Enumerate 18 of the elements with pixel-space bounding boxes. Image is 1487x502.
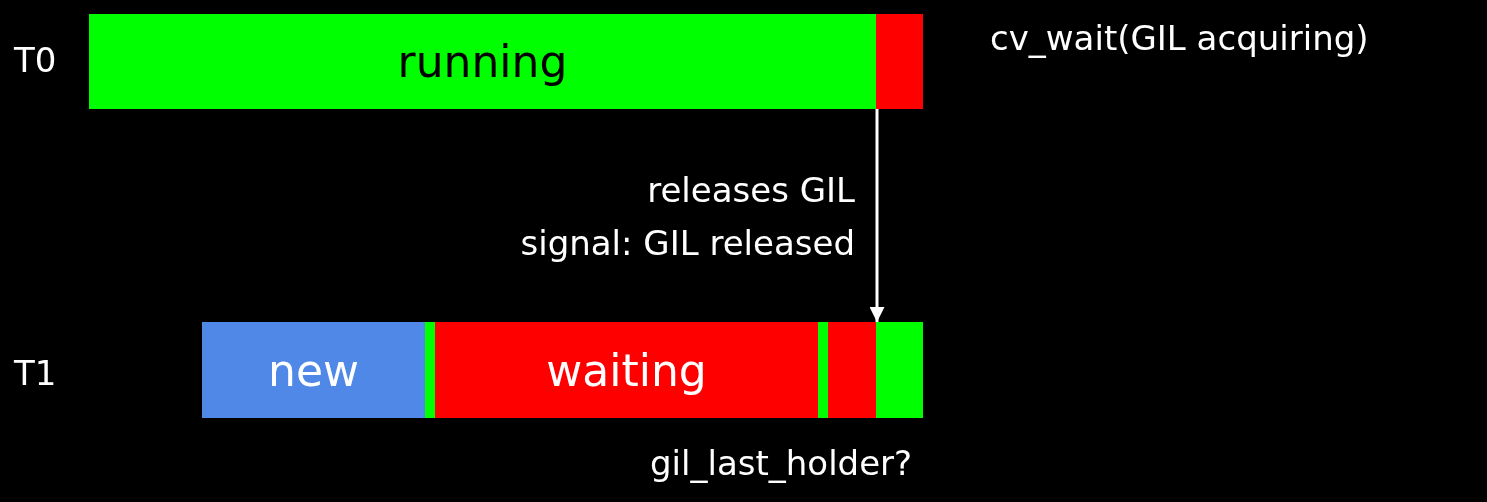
- timeline-segment: [876, 322, 923, 418]
- arrow: [869, 109, 885, 322]
- timeline-segment: [876, 14, 923, 109]
- event-note: signal: GIL released: [520, 223, 855, 264]
- timeline-segment: [89, 14, 876, 109]
- thread-name: T1: [14, 353, 57, 394]
- state-note: cv_wait(GIL acquiring): [990, 18, 1369, 59]
- timeline-segment: [818, 322, 828, 418]
- state-note: gil_last_holder?: [650, 443, 913, 484]
- state-label: new: [268, 344, 359, 396]
- timeline-segment: [202, 322, 425, 418]
- thread-name: T0: [14, 40, 57, 81]
- timeline-segment: [435, 322, 818, 418]
- state-label: running: [397, 36, 568, 87]
- timeline-segment: [828, 322, 876, 418]
- timeline-segment: [425, 322, 435, 418]
- state-label: waiting: [546, 344, 707, 396]
- event-note: releases GIL: [647, 170, 855, 211]
